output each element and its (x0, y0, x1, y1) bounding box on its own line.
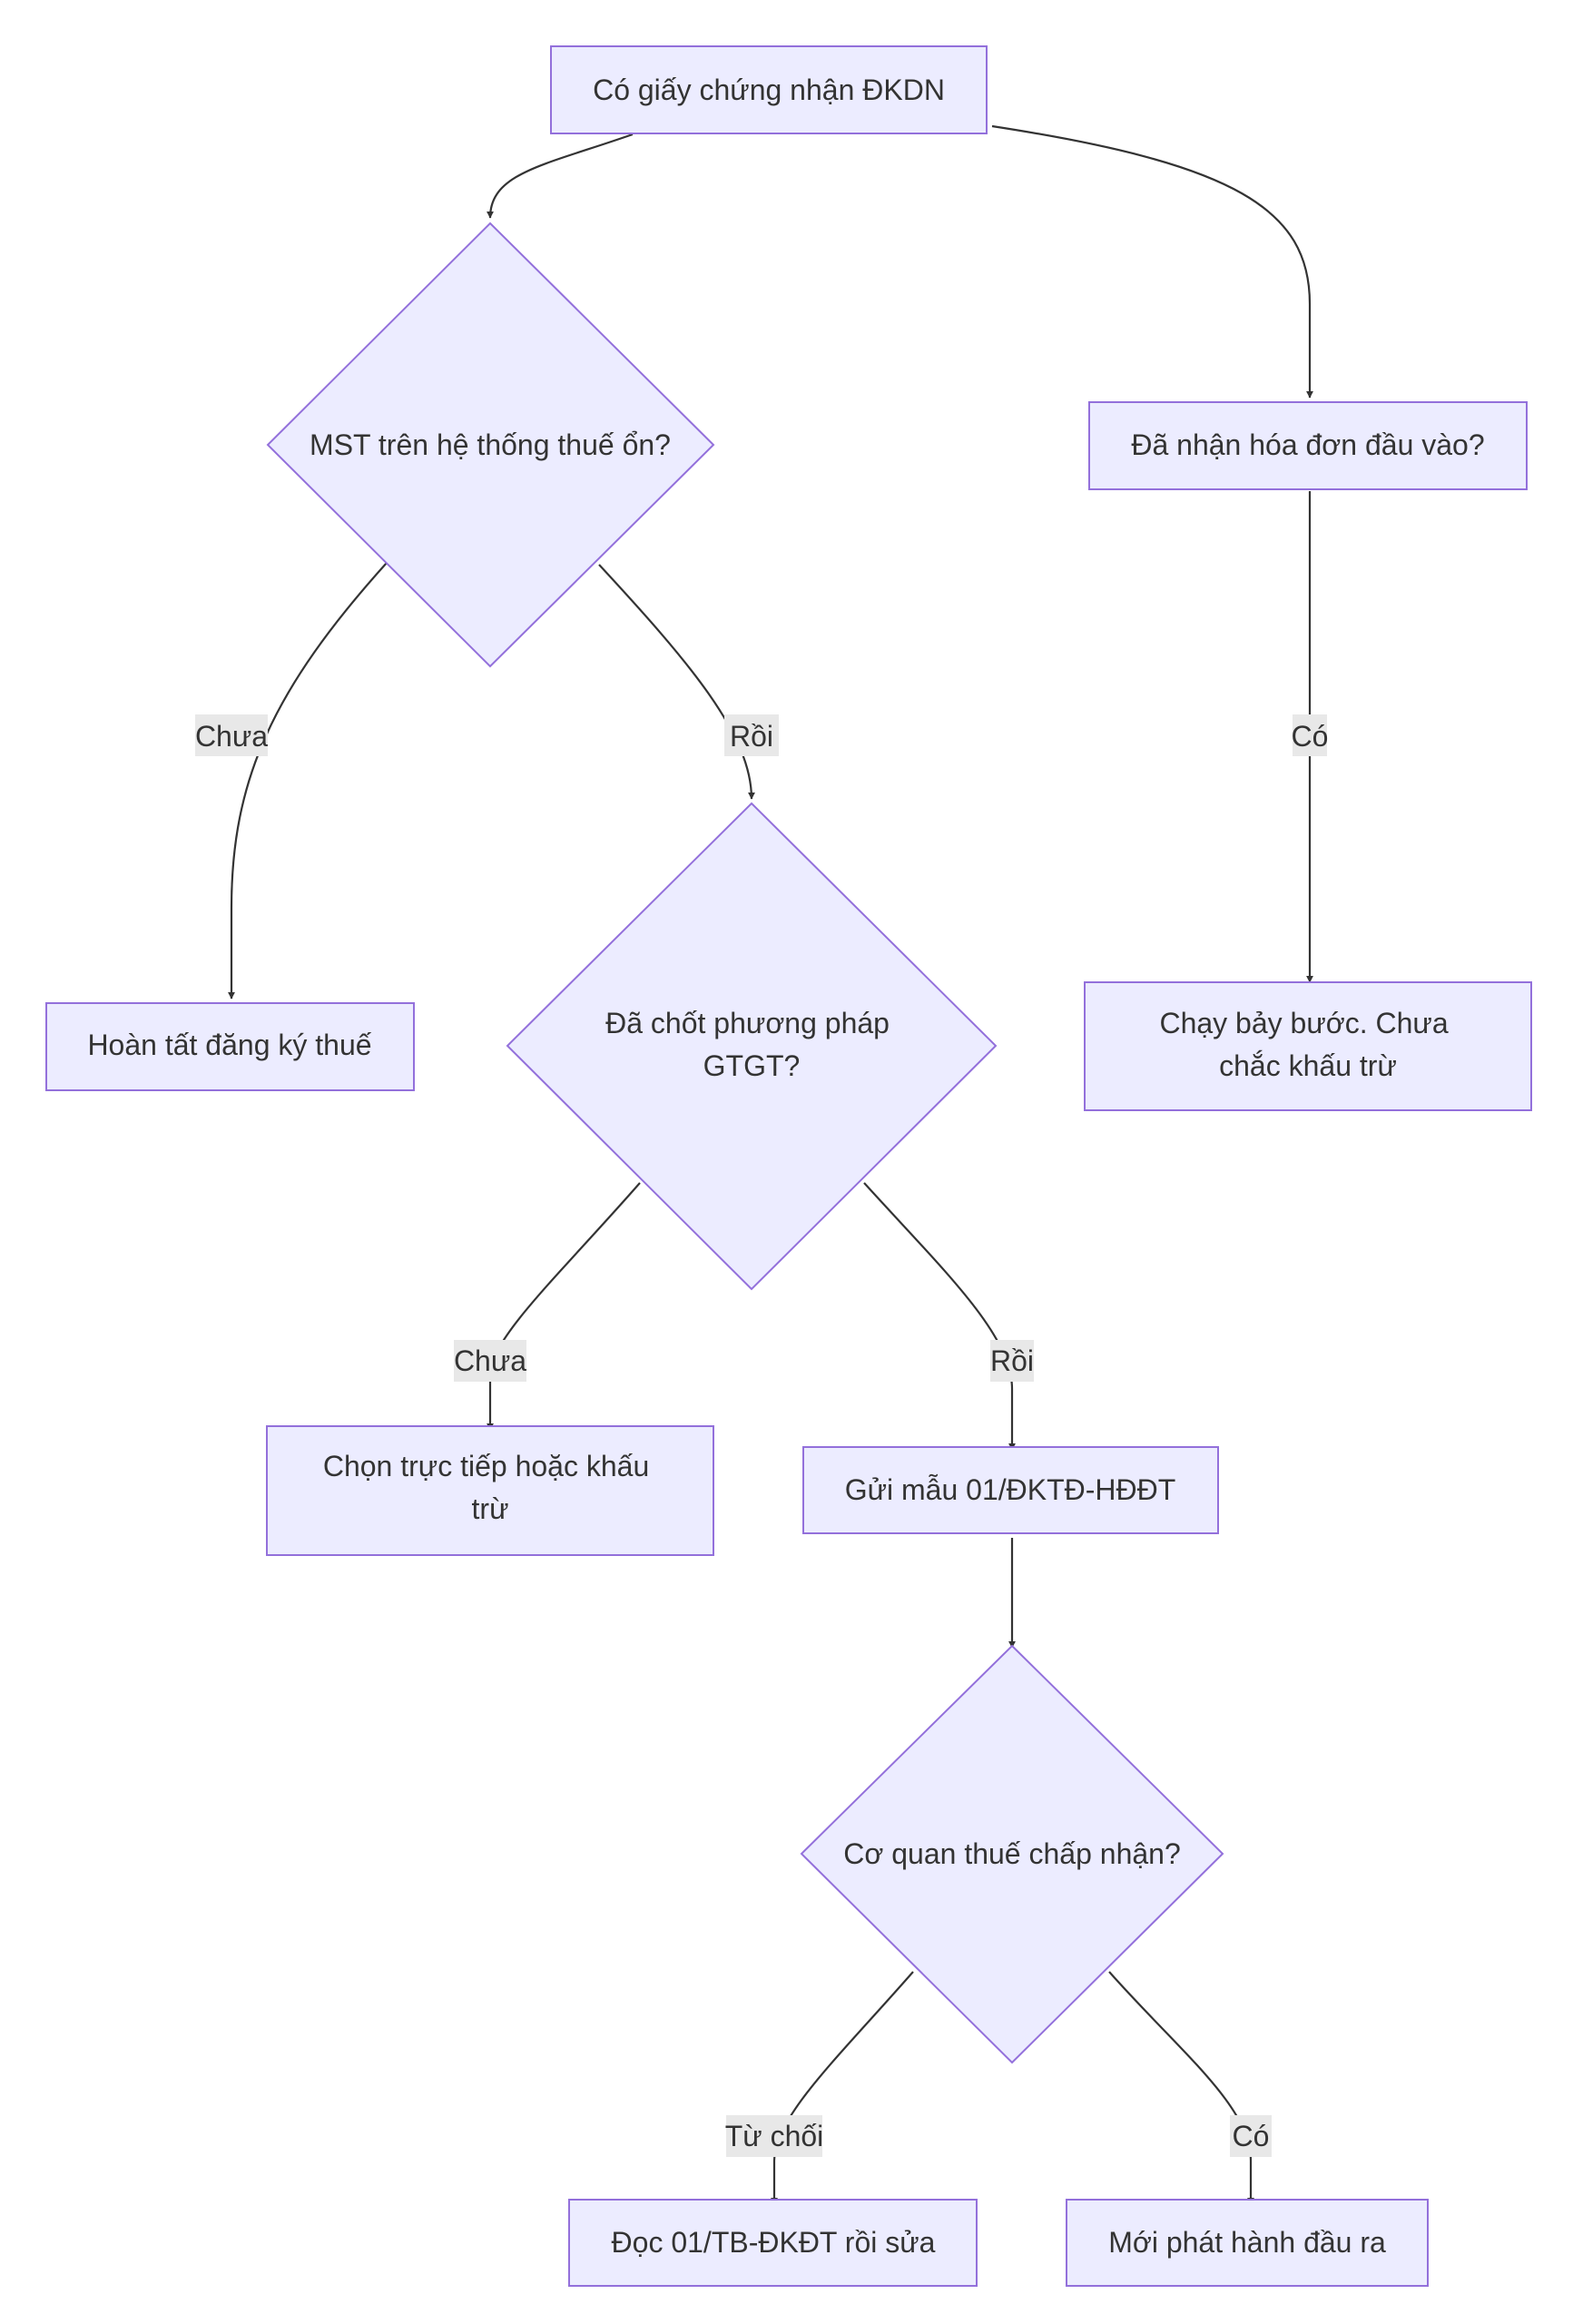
edge-label: Từ chối (725, 2120, 824, 2152)
node-run-seven-steps: Chạy bảy bước. Chưa chắc khấu trừ (1084, 981, 1532, 1111)
edge-mst-to-vat-method: Rồi (598, 564, 779, 800)
node-label-line: GTGT? (703, 1049, 801, 1082)
node-issue-output-invoices: Mới phát hành đầu ra (1066, 2199, 1429, 2287)
node-label-line: Đã nhận hóa đơn đầu vào? (1131, 428, 1484, 461)
edge-line (487, 133, 634, 219)
node-diamond (506, 802, 998, 1291)
edge-label-background (990, 1340, 1034, 1382)
node-vat-method-decision: Đã chốt phương pháp GTGT? (506, 802, 998, 1291)
node-tax-code-status-decision: MST trên hệ thống thuế ổn? (266, 222, 715, 668)
edge-vat-to-choose-method: Chưa (454, 1182, 641, 1431)
node-box (550, 45, 988, 134)
node-diamond (266, 222, 715, 668)
node-label: Có giấy chứng nhận ĐKDN (593, 74, 945, 106)
edge-label: Rồi (730, 720, 773, 753)
edge-label: Chưa (454, 1344, 526, 1377)
edge-label: Có (1233, 2120, 1270, 2152)
edge-authority-to-issue-output: Có (1108, 1971, 1272, 2205)
node-business-registration-certificate: Có giấy chứng nhận ĐKDN (550, 45, 988, 134)
node-label-line: Gửi mẫu 01/ĐKTĐ-HĐĐT (845, 1473, 1176, 1506)
node-label-line: Chọn trực tiếp hoặc khấu (323, 1450, 649, 1482)
node-box (1084, 981, 1532, 1111)
node-label: Cơ quan thuế chấp nhận? (843, 1837, 1181, 1870)
node-label-line: Chạy bảy bước. Chưa (1159, 1007, 1448, 1039)
node-box (1088, 401, 1528, 490)
node-label-line: Hoàn tất đăng ký thuế (87, 1029, 371, 1061)
edge-invoice-to-seven-steps: Có (1292, 491, 1329, 983)
edge-label-background (454, 1340, 526, 1382)
node-choose-direct-or-deduction: Chọn trực tiếp hoặc khấu trừ (266, 1425, 714, 1556)
edge-line (771, 1971, 914, 2205)
node-tax-authority-acceptance-decision: Cơ quan thuế chấp nhận? (800, 1644, 1224, 2064)
node-label: Chọn trực tiếp hoặc khấu trừ (323, 1450, 657, 1525)
edge-mst-to-registration: Chưa (195, 562, 388, 1000)
edge-line (1108, 1971, 1254, 2205)
edge-label-background (1230, 2115, 1272, 2157)
edge-label-background (726, 2115, 822, 2157)
node-label-line: Đọc 01/TB-ĐKĐT rồi sửa (612, 2226, 936, 2259)
node-label-line: Có giấy chứng nhận ĐKDN (593, 74, 945, 106)
edge-label: Chưa (195, 720, 268, 753)
edge-line (228, 562, 388, 1000)
node-label: Gửi mẫu 01/ĐKTĐ-HĐĐT (845, 1473, 1176, 1506)
node-label-line: Cơ quan thuế chấp nhận? (843, 1837, 1181, 1870)
edge-label: Có (1292, 720, 1329, 753)
node-box (802, 1446, 1219, 1534)
edge-line (487, 1182, 641, 1431)
node-complete-tax-registration: Hoàn tất đăng ký thuế (45, 1002, 415, 1091)
node-box (266, 1425, 714, 1556)
node-label: Chạy bảy bước. Chưa chắc khấu trừ (1159, 1007, 1456, 1082)
node-box (1066, 2199, 1429, 2287)
node-label: Đọc 01/TB-ĐKĐT rồi sửa (612, 2226, 936, 2259)
node-label: Mới phát hành đầu ra (1108, 2226, 1386, 2259)
node-label: Đã chốt phương pháp GTGT? (605, 1007, 898, 1082)
edge-label-background (195, 714, 268, 756)
node-read-notice-and-fix: Đọc 01/TB-ĐKĐT rồi sửa (568, 2199, 978, 2287)
edge-start-to-mst (487, 133, 634, 219)
node-input-invoice-received: Đã nhận hóa đơn đầu vào? (1088, 401, 1528, 490)
node-submit-form-01: Gửi mẫu 01/ĐKTĐ-HĐĐT (802, 1446, 1219, 1534)
node-label: Đã nhận hóa đơn đầu vào? (1131, 428, 1484, 461)
node-label: Hoàn tất đăng ký thuế (87, 1029, 371, 1061)
node-label-line: Đã chốt phương pháp (605, 1007, 890, 1039)
edge-line (991, 124, 1313, 399)
node-label-line: chắc khấu trừ (1219, 1049, 1397, 1082)
edge-label-background (724, 714, 779, 756)
node-box (568, 2199, 978, 2287)
node-label-line: MST trên hệ thống thuế ổn? (310, 428, 671, 461)
node-label-line: Mới phát hành đầu ra (1108, 2226, 1386, 2259)
node-label-line: trừ (472, 1492, 509, 1525)
node-label: MST trên hệ thống thuế ổn? (310, 428, 671, 461)
edge-label-background (1293, 714, 1327, 756)
edge-label: Rồi (990, 1344, 1034, 1377)
edge-vat-to-submit-form: Rồi (863, 1182, 1034, 1451)
node-box (45, 1002, 415, 1091)
edge-line (598, 564, 755, 800)
edge-line (863, 1182, 1016, 1451)
edge-start-to-invoice (991, 124, 1313, 399)
edge-authority-to-read-notice: Từ chối (725, 1971, 914, 2205)
node-diamond (800, 1644, 1224, 2064)
